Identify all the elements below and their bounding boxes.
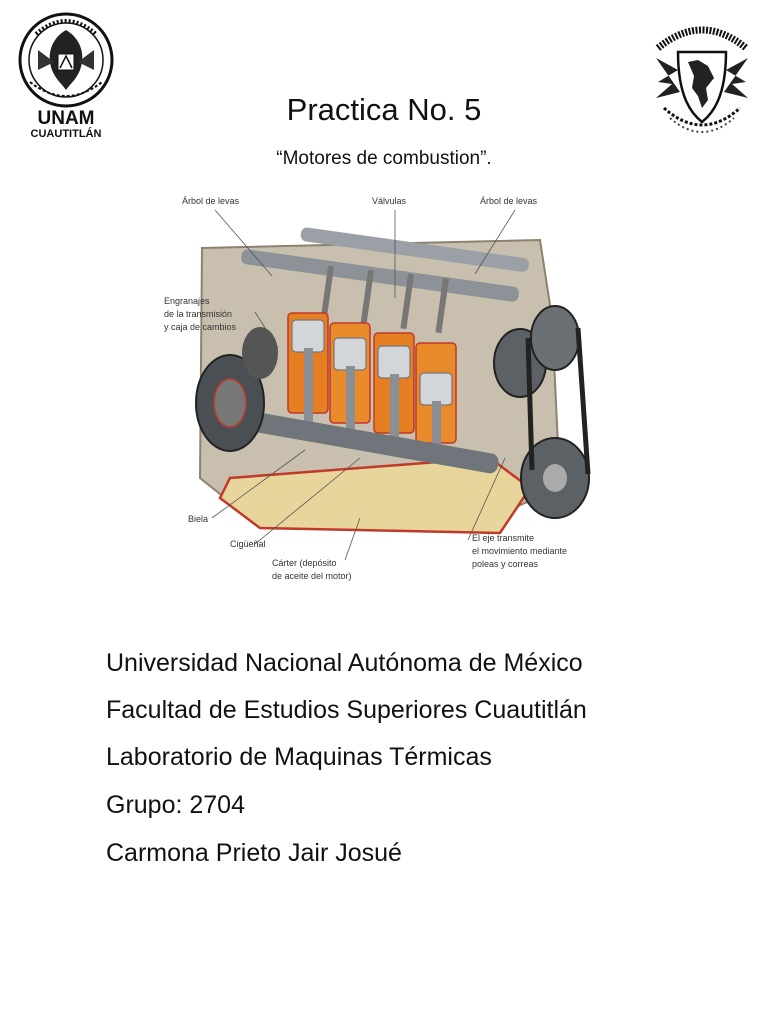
faculty-name: Facultad de Estudios Superiores Cuautitl… [106, 696, 587, 724]
page-title: Practica No. 5 [286, 92, 482, 127]
label-engranajes-line1: Engranajes [164, 296, 210, 306]
label-engranajes-line2: de la transmisión [164, 309, 233, 319]
label-eje-line2: el movimiento mediante [472, 546, 568, 556]
label-carter-line1: Cárter (depósito [272, 558, 337, 568]
lab-name: Laboratorio de Maquinas Térmicas [106, 743, 492, 771]
group-number: Grupo: 2704 [106, 791, 245, 819]
label-arbol-de-levas-left: Árbol de levas [182, 196, 240, 206]
label-eje-line3: poleas y correas [472, 559, 539, 569]
student-name: Carmona Prieto Jair Josué [106, 839, 402, 867]
label-valvulas: Válvulas [372, 196, 407, 206]
label-eje-line1: El eje transmite [472, 533, 535, 543]
fes-cuautitlan-logo: UNAM CUAUTITLÁN [16, 10, 116, 140]
university-name: Universidad Nacional Autónoma de México [106, 649, 583, 677]
unam-coat-of-arms [648, 18, 756, 140]
unam-seal-icon [18, 12, 114, 108]
label-cigueñal: Cigüeñal [230, 539, 266, 549]
label-engranajes-line3: y caja de cambios [164, 322, 237, 332]
unam-coat-of-arms-icon [655, 26, 749, 133]
label-arbol-de-levas-right: Árbol de levas [480, 196, 538, 206]
engine-diagram: Árbol de levas Válvulas Árbol de levas E… [160, 188, 610, 588]
page-subtitle: “Motores de combustion”. [276, 148, 492, 169]
unam-logo-text: UNAM [37, 108, 95, 129]
engine-illustration-icon [195, 209, 591, 561]
cuautitlan-logo-text: CUAUTITLÁN [30, 128, 102, 140]
label-carter-line2: de aceite del motor) [272, 571, 352, 581]
label-biela: Biela [188, 514, 209, 524]
